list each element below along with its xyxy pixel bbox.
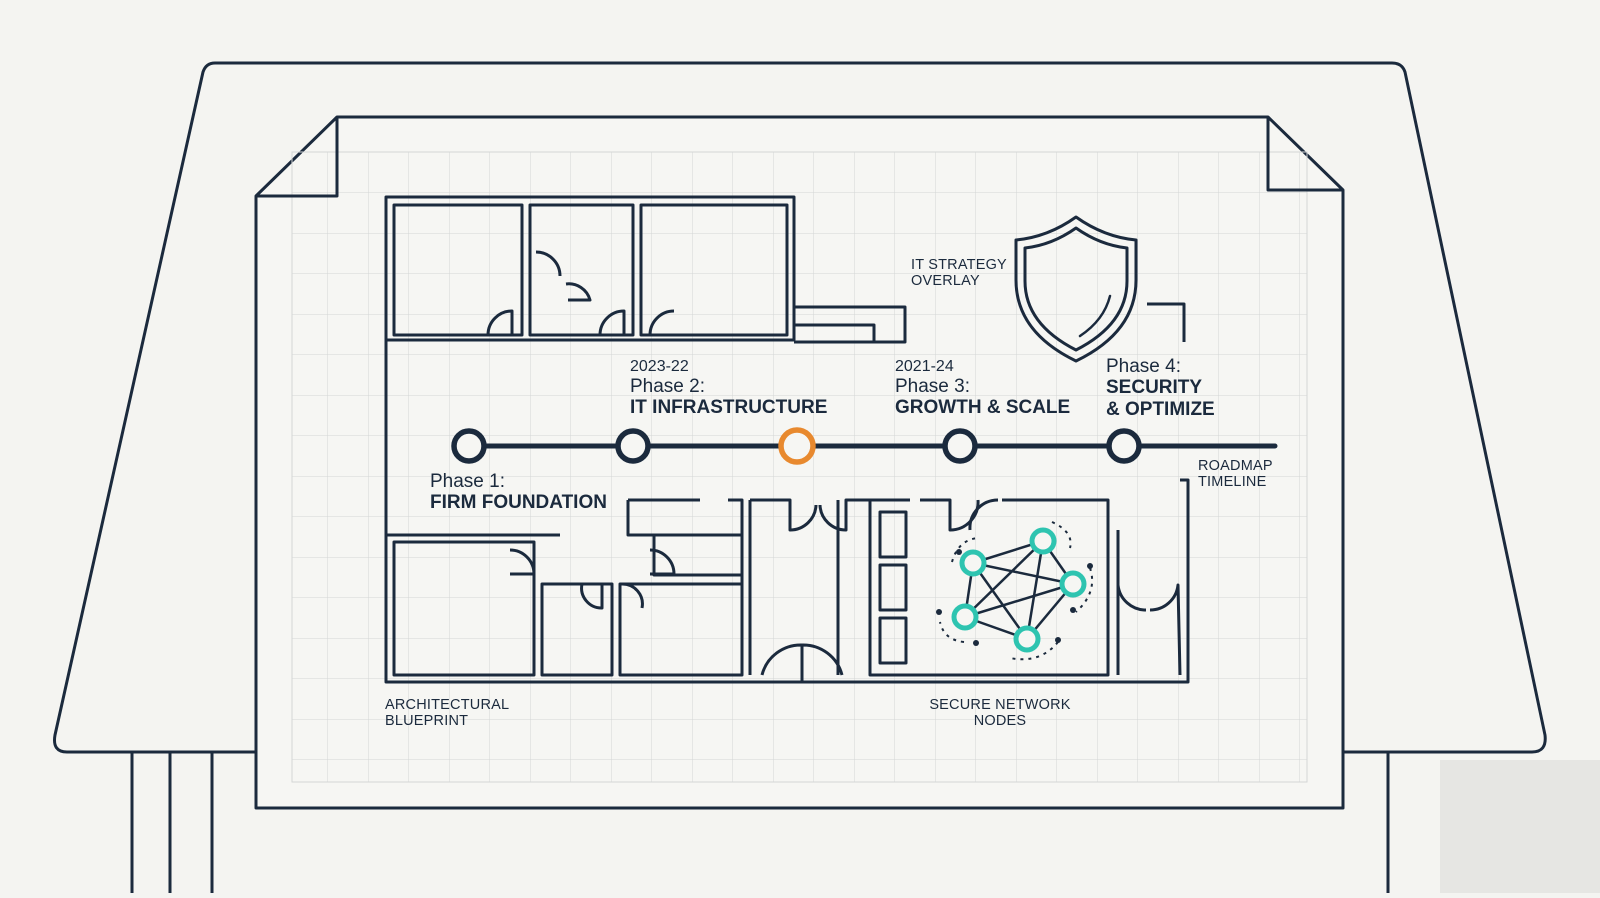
phase-1-name: Phase 1: xyxy=(430,471,505,492)
roadmap-timeline-label: ROADMAP TIMELINE xyxy=(1198,458,1273,491)
phase-4-label: Phase 4: SECURITY & OPTIMIZE xyxy=(1106,356,1215,420)
corner-overlay-block xyxy=(1440,760,1600,893)
floor-plan xyxy=(384,195,1190,684)
network-node xyxy=(1013,625,1041,653)
phase-2-year: 2023-22 xyxy=(630,358,689,375)
phase-2-title: IT INFRASTRUCTURE xyxy=(630,397,828,419)
phase-1-label: Phase 1: FIRM FOUNDATION xyxy=(430,471,607,514)
network-node xyxy=(959,549,987,577)
timeline-markers xyxy=(451,427,1142,465)
shield-icon xyxy=(1014,215,1138,363)
secure-network-nodes-label: SECURE NETWORK NODES xyxy=(929,697,1071,730)
network-node xyxy=(1029,527,1057,555)
phase-2-label: 2023-22 Phase 2: IT INFRASTRUCTURE xyxy=(630,358,827,418)
overlay-connector xyxy=(1147,302,1186,342)
phase-2-marker xyxy=(615,428,651,464)
phase-3-year: 2021-24 xyxy=(895,358,954,375)
phase-3-title: GROWTH & SCALE xyxy=(895,397,1071,419)
network-node xyxy=(1059,570,1087,598)
network-node xyxy=(951,603,979,631)
phase-2-name: Phase 2: xyxy=(630,375,705,397)
architectural-blueprint-label: ARCHITECTURAL BLUEPRINT xyxy=(385,697,510,730)
it-strategy-overlay-label: IT STRATEGY OVERLAY xyxy=(911,257,1007,290)
phase-1-marker xyxy=(451,428,487,464)
orange-marker xyxy=(778,427,816,465)
phase-4-marker xyxy=(1106,428,1142,464)
phase-3-label: 2021-24 Phase 3: GROWTH & SCALE xyxy=(895,358,1070,418)
network-nodes-icon xyxy=(936,521,1094,661)
phase-4-name: Phase 4: xyxy=(1106,356,1181,377)
phase-4-title-line-1: SECURITY xyxy=(1106,377,1203,399)
phase-3-marker xyxy=(942,428,978,464)
phase-3-name: Phase 3: xyxy=(895,375,970,397)
phase-4-title-line-2: & OPTIMIZE xyxy=(1106,398,1215,420)
phase-1-title: FIRM FOUNDATION xyxy=(430,492,607,514)
